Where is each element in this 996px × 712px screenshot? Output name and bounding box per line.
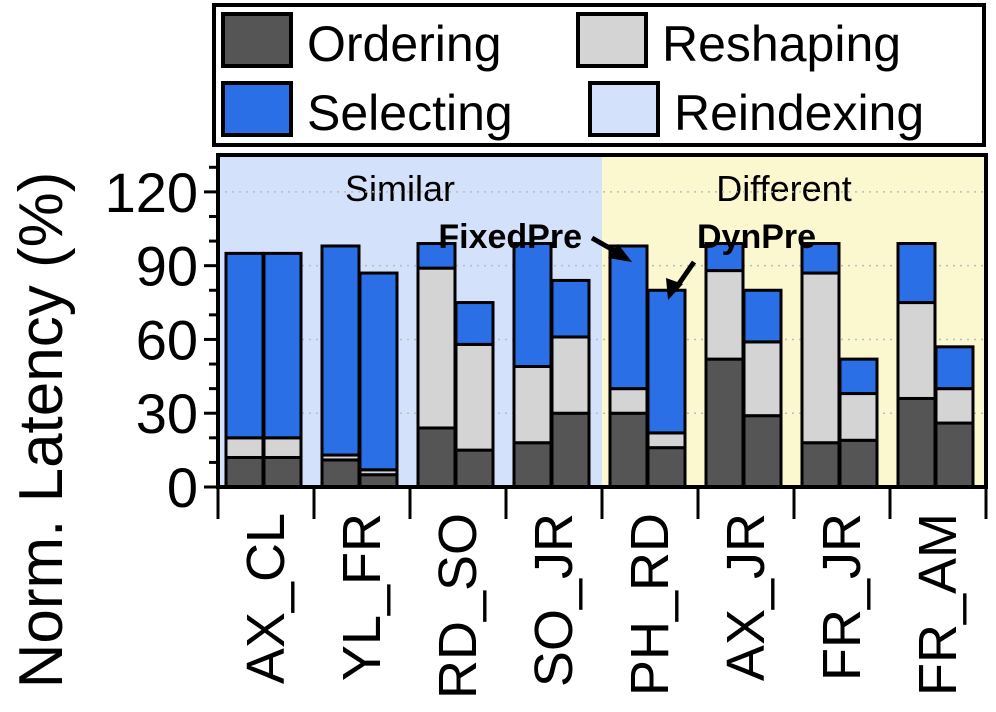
bar-rd_so-fixed-selecting — [416, 242, 457, 270]
bar-ax_jr-fixed-ordering — [704, 357, 745, 489]
bar-fr_jr-dyn-ordering — [838, 438, 879, 489]
bar-fr_am-dyn-reshaping — [934, 387, 975, 425]
bar-ax_cl-fixed-selecting — [224, 251, 265, 440]
bar-yl_fr-fixed-ordering — [320, 458, 361, 489]
bar-ph_rd-fixed-selecting — [608, 244, 649, 391]
bar-ph_rd-fixed-ordering — [608, 411, 649, 489]
bar-so_jr-fixed-ordering — [512, 441, 553, 489]
y-tick-label: 0 — [167, 456, 198, 519]
y-tick-label: 30 — [136, 382, 198, 445]
bar-yl_fr-fixed-selecting — [320, 244, 361, 457]
annotation-fixedpre-arrowhead — [608, 244, 632, 262]
annotation-fixedpre: FixedPre — [438, 218, 582, 256]
x-tick-label: PH_RD — [620, 513, 680, 696]
x-tick-label: FR_JR — [812, 513, 872, 681]
legend-label-selecting: Selecting — [307, 85, 513, 141]
legend-swatch-ordering — [221, 12, 293, 68]
bar-ax_cl-fixed-ordering — [224, 455, 265, 489]
bar-ax_jr-dyn-reshaping — [742, 340, 783, 418]
legend-swatch-reshaping — [576, 12, 648, 68]
region-label-different: Different — [716, 168, 851, 209]
bar-so_jr-fixed-reshaping — [512, 364, 553, 445]
bar-rd_so-fixed-reshaping — [416, 266, 457, 430]
legend-swatch-reindexing — [588, 81, 660, 137]
bar-ph_rd-dyn-selecting — [646, 288, 687, 435]
x-tick-label: FR_AM — [908, 513, 968, 696]
x-tick-label: RD_SO — [428, 513, 488, 699]
x-tick-label: SO_JR — [524, 513, 584, 687]
region-label-similar: Similar — [345, 168, 455, 209]
bar-yl_fr-dyn-selecting — [358, 271, 399, 472]
bar-fr_am-fixed-selecting — [896, 242, 937, 305]
bar-fr_jr-fixed-reshaping — [800, 271, 841, 445]
legend-label-reindexing: Reindexing — [674, 85, 924, 141]
annotation-dynpre: DynPre — [697, 218, 816, 256]
bar-fr_am-dyn-selecting — [934, 345, 975, 391]
legend-label-reshaping: Reshaping — [662, 16, 901, 72]
y-tick-label: 60 — [136, 308, 198, 371]
annotation-dynpre-arrowhead — [666, 278, 683, 300]
x-tick-label: AX_CL — [236, 513, 296, 684]
bar-rd_so-fixed-ordering — [416, 426, 457, 489]
bar-ph_rd-dyn-ordering — [646, 446, 687, 489]
bar-ax_cl-dyn-reshaping — [262, 436, 303, 459]
bar-rd_so-dyn-selecting — [454, 301, 495, 346]
bar-rd_so-dyn-reshaping — [454, 342, 495, 452]
y-tick-label: 90 — [136, 235, 198, 298]
bar-ph_rd-dyn-reshaping — [646, 431, 687, 450]
bar-ph_rd-fixed-reshaping — [608, 387, 649, 415]
legend-label-ordering: Ordering — [307, 16, 502, 72]
bar-so_jr-dyn-selecting — [550, 278, 591, 339]
bar-fr_jr-fixed-selecting — [800, 242, 841, 275]
bar-fr_am-dyn-ordering — [934, 421, 975, 489]
bar-so_jr-dyn-reshaping — [550, 335, 591, 415]
legend-swatch-selecting — [221, 81, 293, 137]
bar-ax_jr-dyn-selecting — [742, 288, 783, 344]
bar-fr_jr-dyn-selecting — [838, 357, 879, 396]
bar-ax_jr-fixed-reshaping — [704, 269, 745, 361]
bar-fr_am-fixed-reshaping — [896, 301, 937, 400]
y-tick-label: 120 — [105, 161, 198, 224]
bar-fr_jr-fixed-ordering — [800, 441, 841, 489]
y-axis-label: Norm. Latency (%) — [7, 172, 76, 689]
x-tick-label: AX_JR — [716, 513, 776, 681]
bar-ax_cl-dyn-ordering — [262, 455, 303, 489]
bar-ax_cl-fixed-reshaping — [224, 436, 265, 459]
bar-so_jr-dyn-ordering — [550, 411, 591, 489]
bar-fr_am-fixed-ordering — [896, 396, 937, 489]
bar-ax_jr-fixed-selecting — [704, 242, 745, 273]
bar-so_jr-fixed-selecting — [512, 242, 553, 368]
bar-rd_so-dyn-ordering — [454, 448, 495, 489]
x-tick-label: YL_FR — [332, 513, 392, 681]
bar-fr_jr-dyn-reshaping — [838, 392, 879, 442]
bar-ax_cl-dyn-selecting — [262, 251, 303, 440]
bar-ax_jr-dyn-ordering — [742, 414, 783, 489]
